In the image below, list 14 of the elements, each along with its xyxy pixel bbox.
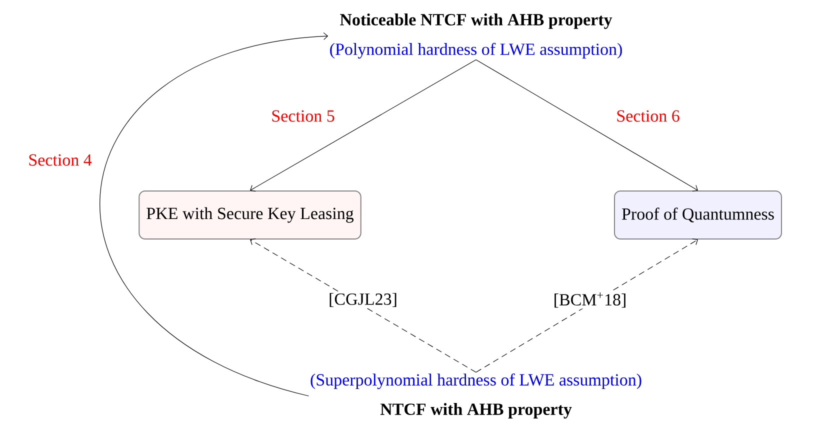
edge-label: Section 4 xyxy=(27,153,93,167)
edge-label: [BCM$^{+}$18] xyxy=(552,291,628,309)
arrow xyxy=(476,238,698,373)
process-box: PKE with Secure Key Leasing xyxy=(138,190,362,240)
arrow xyxy=(476,59,698,192)
title-text: (Superpolynomial hardness of LWE assumption) NTCF with AHB property xyxy=(310,373,642,418)
title-text: Noticeable NTCF with AHB property (Polynomial hardness of LWE assumption) xyxy=(330,13,622,58)
arrow xyxy=(250,59,476,192)
arrow xyxy=(250,238,476,373)
edge-label: [CGJL23] xyxy=(328,292,398,308)
process-box: Proof of Quantumness xyxy=(614,190,782,240)
edge-label: Section 5 xyxy=(270,109,336,123)
arrow xyxy=(100,32,328,396)
edge-label: Section 6 xyxy=(615,109,681,123)
